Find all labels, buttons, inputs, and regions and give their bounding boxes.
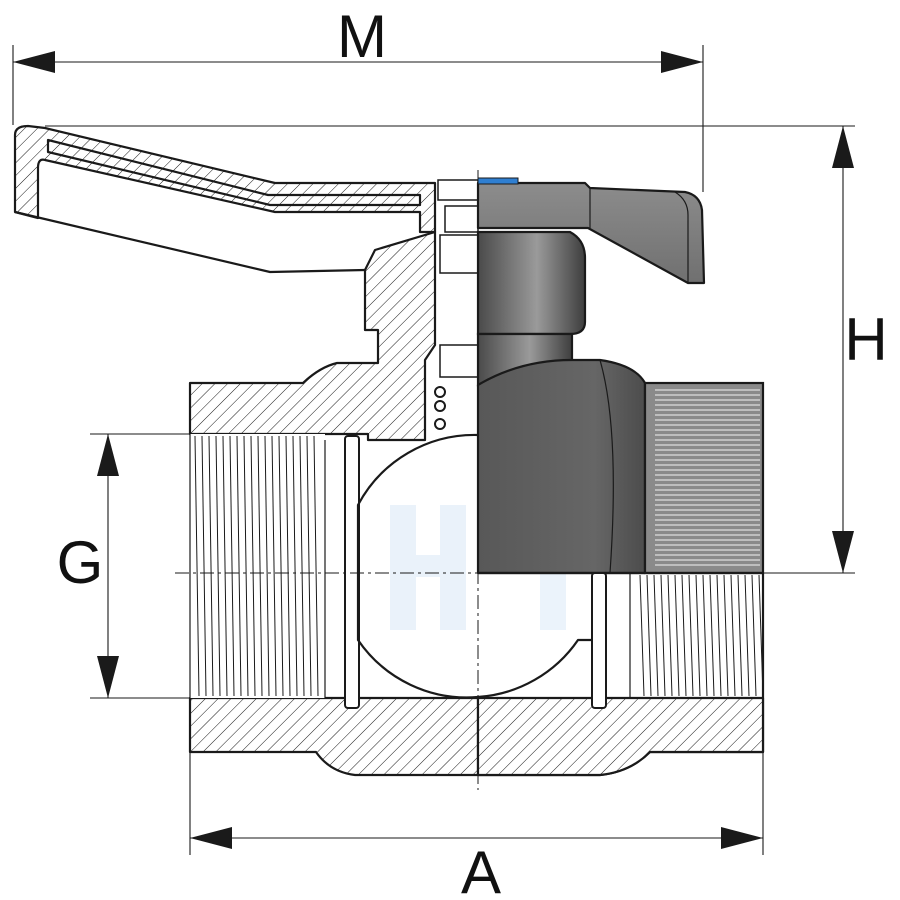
seat-ring-right: [591, 572, 607, 709]
arrow-g-top: [97, 434, 119, 476]
exterior-view: [476, 177, 765, 777]
ball-section: [356, 433, 479, 699]
label-m: M: [337, 3, 387, 70]
body-section-lower: [188, 696, 480, 777]
arrow-a-left: [190, 827, 232, 849]
indicator-blue: [477, 177, 519, 185]
thread-section-left: [189, 434, 326, 698]
arrow-m-left: [13, 51, 55, 73]
dimension-arrows: [13, 51, 854, 849]
body-section-upper: [188, 230, 437, 442]
label-a: A: [461, 839, 501, 900]
center-lines: [175, 170, 800, 790]
label-g: G: [57, 529, 104, 596]
arrow-h-top: [832, 126, 854, 168]
body-section-lower-right: [476, 696, 765, 777]
dimension-lines: [12, 45, 855, 855]
label-h: H: [844, 306, 887, 373]
arrow-a-right: [721, 827, 763, 849]
handle-underside: [14, 210, 366, 274]
dimension-labels: M H G A: [57, 3, 888, 900]
stem-section: [434, 179, 479, 430]
section-view: [13, 124, 480, 777]
body-exterior: [476, 358, 647, 575]
ball-lower-right: [477, 638, 592, 699]
arrow-m-right: [661, 51, 703, 73]
arrow-h-bottom: [832, 531, 854, 573]
stem-cap: [476, 230, 587, 336]
handle-section: [13, 124, 437, 234]
arrow-g-bottom: [97, 656, 119, 698]
